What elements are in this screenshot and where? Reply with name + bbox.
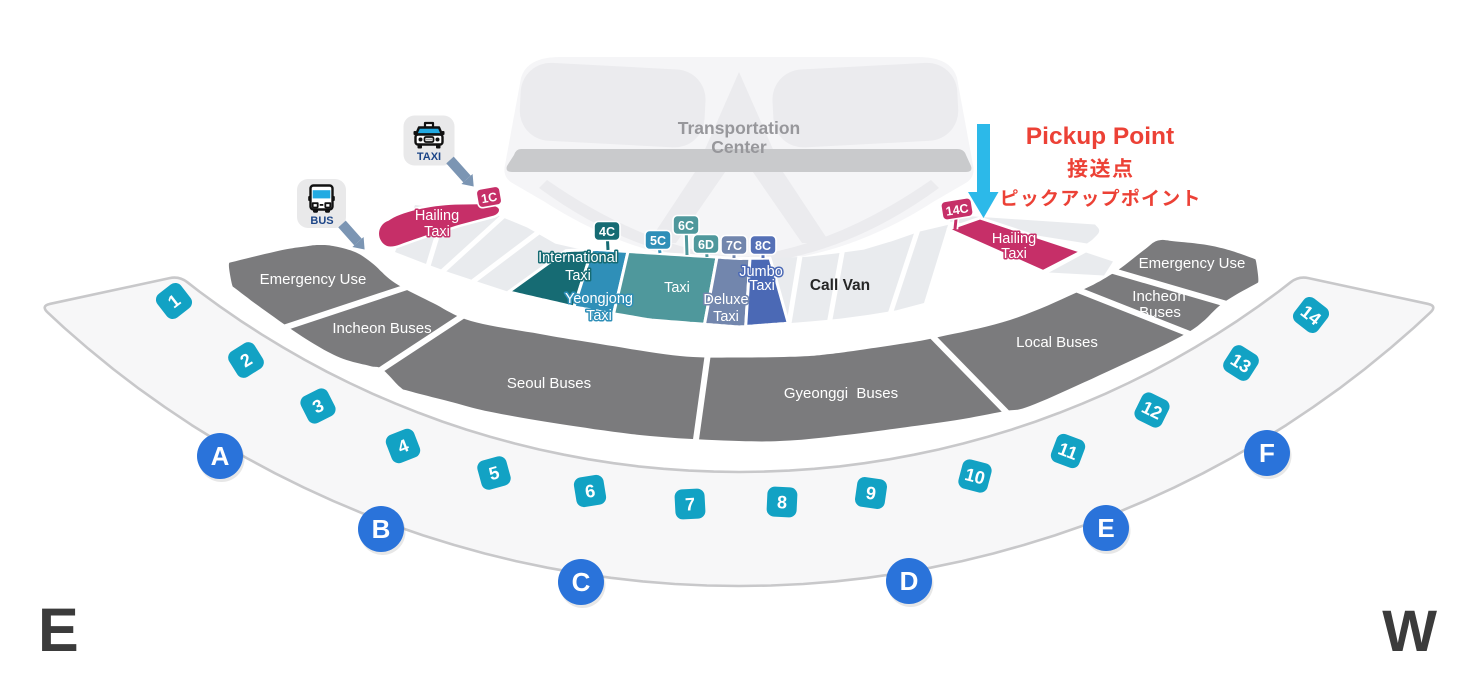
svg-text:Taxi: Taxi — [1001, 246, 1027, 262]
svg-text:A: A — [211, 441, 230, 471]
svg-text:Incheon: Incheon — [1132, 288, 1185, 305]
svg-text:Taxi: Taxi — [424, 224, 450, 240]
svg-text:Center: Center — [711, 137, 767, 157]
svg-text:Transportation: Transportation — [678, 118, 801, 138]
svg-text:14C: 14C — [945, 201, 970, 218]
svg-text:C: C — [572, 567, 591, 597]
svg-text:6D: 6D — [698, 238, 714, 252]
svg-text:Taxi: Taxi — [586, 308, 612, 324]
svg-text:1C: 1C — [480, 190, 498, 207]
svg-text:9: 9 — [865, 483, 878, 504]
svg-text:Gyeonggi Buses: Gyeonggi Buses — [784, 385, 898, 402]
svg-text:10: 10 — [963, 464, 987, 488]
svg-text:Yeongjong: Yeongjong — [565, 291, 633, 307]
svg-text:Deluxe: Deluxe — [703, 292, 748, 308]
svg-text:5C: 5C — [650, 234, 666, 248]
svg-text:Taxi: Taxi — [565, 268, 591, 284]
svg-text:B: B — [372, 514, 391, 544]
svg-text:Seoul Buses: Seoul Buses — [507, 375, 591, 392]
svg-text:Buses: Buses — [1139, 304, 1181, 321]
svg-text:F: F — [1259, 438, 1275, 468]
svg-text:E: E — [1097, 513, 1114, 543]
svg-text:D: D — [900, 566, 919, 596]
svg-text:7C: 7C — [726, 239, 742, 253]
svg-text:Emergency Use: Emergency Use — [260, 271, 367, 288]
svg-text:Hailing: Hailing — [992, 231, 1036, 247]
svg-text:Emergency Use: Emergency Use — [1139, 255, 1246, 272]
svg-text:Hailing: Hailing — [415, 208, 459, 224]
svg-text:International: International — [538, 250, 618, 266]
svg-text:Taxi: Taxi — [664, 280, 690, 296]
svg-text:E: E — [38, 596, 79, 664]
svg-text:8: 8 — [777, 492, 788, 512]
svg-text:Local Buses: Local Buses — [1016, 334, 1098, 351]
svg-text:4C: 4C — [599, 225, 615, 239]
svg-text:6C: 6C — [678, 219, 694, 233]
svg-text:6: 6 — [584, 481, 597, 502]
svg-text:Taxi: Taxi — [749, 278, 775, 294]
svg-text:Incheon Buses: Incheon Buses — [332, 320, 431, 337]
svg-text:W: W — [1382, 599, 1437, 664]
svg-text:Call Van: Call Van — [810, 277, 870, 294]
svg-text:TAXI: TAXI — [417, 151, 441, 163]
svg-text:Taxi: Taxi — [713, 309, 739, 325]
svg-text:Pickup Point: Pickup Point — [1026, 123, 1174, 150]
svg-text:BUS: BUS — [310, 215, 333, 227]
svg-text:Jumbo: Jumbo — [739, 264, 783, 280]
svg-text:7: 7 — [684, 494, 695, 514]
svg-text:8C: 8C — [755, 239, 771, 253]
